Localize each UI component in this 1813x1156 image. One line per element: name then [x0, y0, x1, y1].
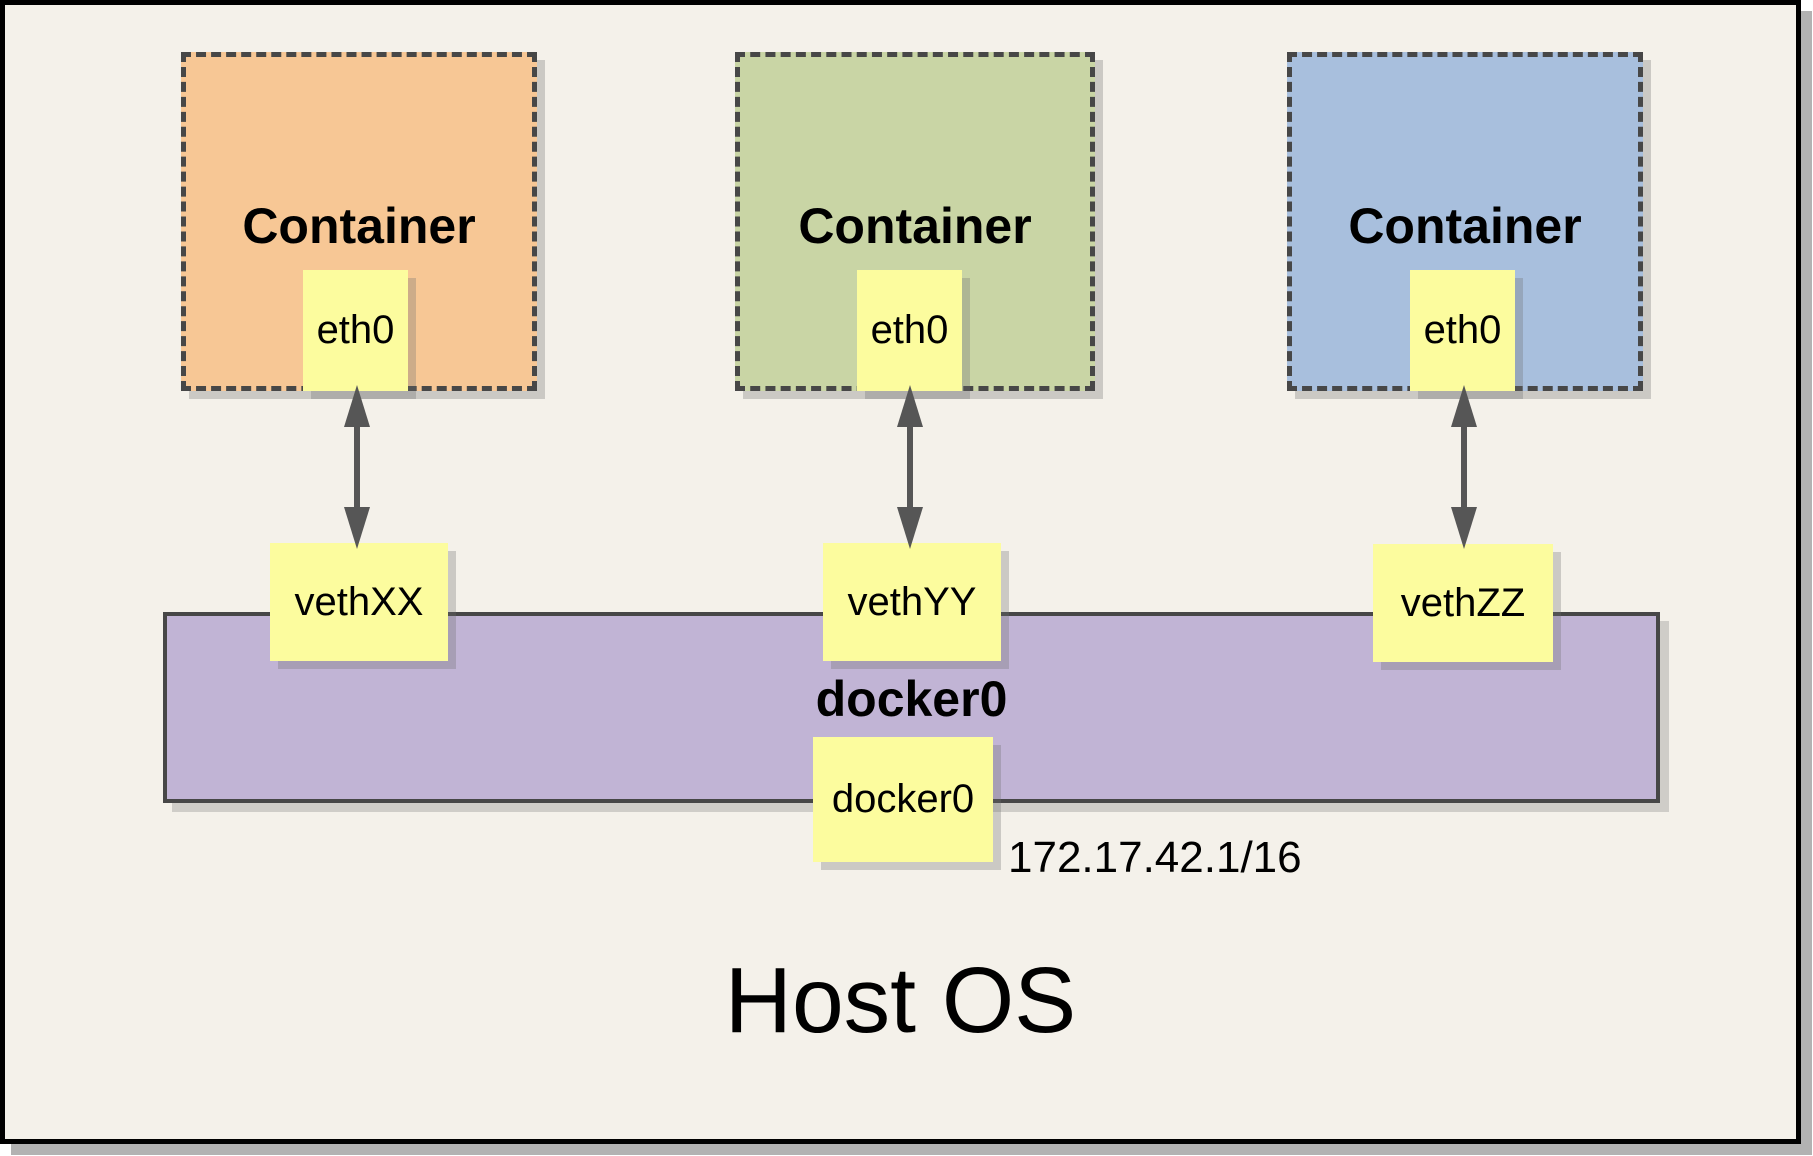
vethxx-label: vethXX [294, 579, 424, 624]
bidirectional-arrow-icon-2 [897, 385, 923, 549]
bridge-ip-address: 172.17.42.1/16 [1008, 833, 1302, 882]
docker0-bridge-title: docker0 [815, 671, 1008, 727]
bidirectional-arrow-icon-1 [344, 385, 370, 549]
docker0-interface-label: docker0 [831, 777, 975, 821]
vethyy-label: vethYY [847, 579, 977, 624]
vethzz-label: vethZZ [1400, 580, 1526, 625]
container-3-eth0-label: eth0 [1423, 308, 1502, 352]
vethxx-interface: vethXX [270, 543, 448, 661]
container-1-eth0-label: eth0 [316, 308, 395, 352]
container-3-title: Container [1348, 198, 1582, 254]
docker0-interface: docker0 [813, 737, 993, 862]
bidirectional-arrow-icon-3 [1451, 385, 1477, 549]
vethzz-interface: vethZZ [1373, 544, 1553, 662]
container-2-title: Container [798, 198, 1032, 254]
container-2-eth0-label: eth0 [870, 308, 949, 352]
container-1-eth0-interface: eth0 [303, 270, 408, 391]
container-2-eth0-interface: eth0 [857, 270, 962, 391]
host-os-label: Host OS [724, 948, 1077, 1052]
container-3-eth0-interface: eth0 [1410, 270, 1515, 391]
vethyy-interface: vethYY [823, 543, 1001, 661]
container-1-title: Container [242, 198, 476, 254]
